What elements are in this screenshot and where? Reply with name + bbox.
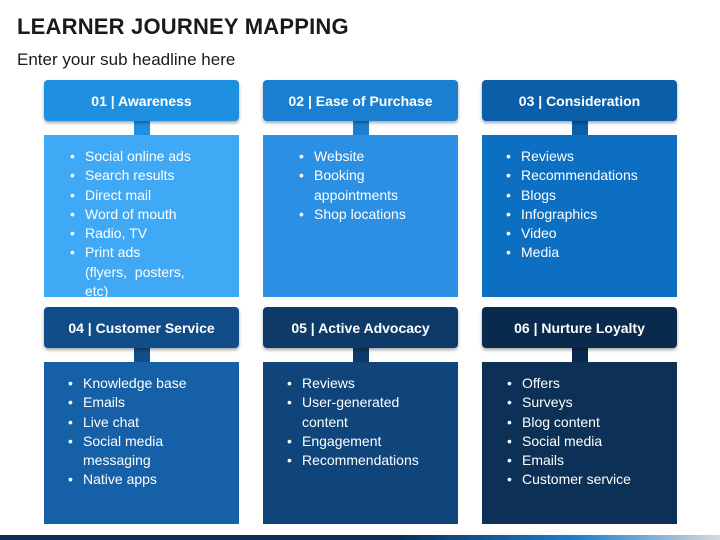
- stage-body: Social online ads Search results Direct …: [44, 135, 239, 299]
- stage-connector: [572, 348, 588, 362]
- list-item: Live chat: [68, 413, 239, 433]
- list-item: Social online ads: [70, 147, 239, 167]
- footer-accent-bar: [0, 535, 720, 540]
- stage-connector: [134, 348, 150, 362]
- list-item: Emails: [507, 451, 677, 471]
- stage-connector: [572, 121, 588, 135]
- list-item: Knowledge base: [68, 374, 239, 394]
- list-item: Reviews: [506, 147, 677, 167]
- list-item: Blogs: [506, 186, 677, 206]
- stage-item-list: Knowledge base Emails Live chat Social m…: [44, 374, 239, 490]
- list-item: Emails: [68, 393, 239, 413]
- list-item: Print ads (flyers, posters, etc): [70, 243, 205, 301]
- list-item: Infographics: [506, 205, 677, 225]
- stage-header: 04 | Customer Service: [44, 307, 239, 348]
- stage-connector: [353, 348, 369, 362]
- list-item: Word of mouth: [70, 205, 239, 225]
- stage-item-list: Website Booking appointments Shop locati…: [263, 147, 458, 224]
- list-item: Reviews: [287, 374, 458, 394]
- page-subtitle: Enter your sub headline here: [17, 50, 236, 69]
- stage-item-list: Social online ads Search results Direct …: [44, 147, 239, 301]
- stage-item-list: Offers Surveys Blog content Social media…: [482, 374, 677, 490]
- list-item: Social media: [507, 432, 677, 452]
- list-item: Direct mail: [70, 186, 239, 206]
- stage-body: Offers Surveys Blog content Social media…: [482, 362, 677, 524]
- stage-item-list: Reviews User-generated content Engagemen…: [263, 374, 458, 471]
- list-item: Search results: [70, 166, 239, 186]
- stage-body: Knowledge base Emails Live chat Social m…: [44, 362, 239, 524]
- stage-item-list: Reviews Recommendations Blogs Infographi…: [482, 147, 677, 263]
- page-title: LEARNER JOURNEY MAPPING: [17, 14, 349, 39]
- list-item: Engagement: [287, 432, 458, 452]
- list-item: Radio, TV: [70, 224, 239, 244]
- list-item: Video: [506, 224, 677, 244]
- stage-connector: [353, 121, 369, 135]
- list-item: User-generated content: [287, 393, 422, 432]
- list-item: Recommendations: [506, 166, 677, 186]
- stage-header: 02 | Ease of Purchase: [263, 80, 458, 121]
- list-item: Customer service: [507, 470, 677, 490]
- list-item: Recommendations: [287, 451, 458, 471]
- list-item: Media: [506, 243, 677, 263]
- stage-connector: [134, 121, 150, 135]
- list-item: Blog content: [507, 413, 677, 433]
- stage-body: Reviews User-generated content Engagemen…: [263, 362, 458, 524]
- stage-header: 03 | Consideration: [482, 80, 677, 121]
- stage-header: 06 | Nurture Loyalty: [482, 307, 677, 348]
- stage-body: Website Booking appointments Shop locati…: [263, 135, 458, 297]
- list-item: Native apps: [68, 470, 239, 490]
- stage-header: 05 | Active Advocacy: [263, 307, 458, 348]
- stage-header: 01 | Awareness: [44, 80, 239, 121]
- list-item: Shop locations: [299, 205, 458, 225]
- stage-body: Reviews Recommendations Blogs Infographi…: [482, 135, 677, 297]
- list-item: Offers: [507, 374, 677, 394]
- list-item: Website: [299, 147, 458, 167]
- list-item: Booking appointments: [299, 166, 414, 205]
- list-item: Social media messaging: [68, 432, 183, 471]
- list-item: Surveys: [507, 393, 677, 413]
